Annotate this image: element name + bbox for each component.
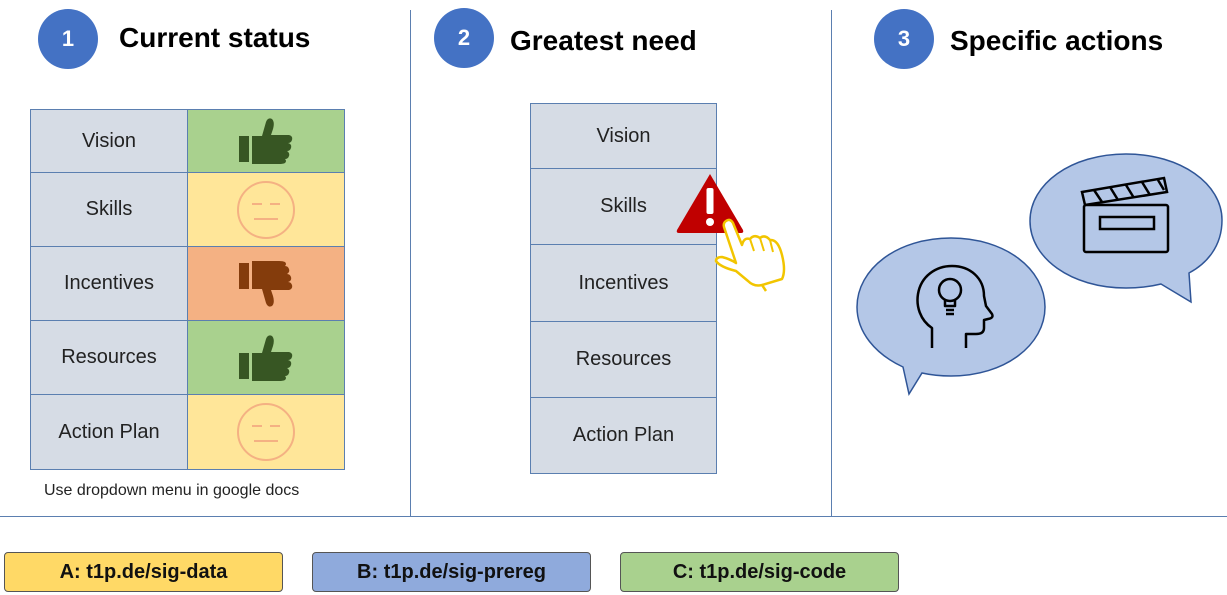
link-sig-data[interactable]: A: t1p.de/sig-data	[4, 552, 283, 592]
status-label: Resources	[30, 320, 188, 395]
specific-actions-title: Specific actions	[950, 25, 1164, 56]
clapperboard-icon	[1080, 176, 1170, 254]
neutral-face-icon	[237, 403, 295, 461]
status-label: Action Plan	[30, 394, 188, 470]
need-item-resources[interactable]: Resources	[530, 321, 717, 398]
status-table: Vision Skills Incentives R	[30, 109, 345, 470]
status-cell[interactable]	[187, 172, 345, 247]
need-item-vision[interactable]: Vision	[530, 103, 717, 169]
status-caption: Use dropdown menu in google docs	[44, 482, 300, 499]
speech-bubble-lightbulb	[856, 237, 1046, 396]
column-divider-2	[831, 10, 832, 517]
status-cell[interactable]	[187, 394, 345, 470]
step-number-2: 2	[434, 8, 494, 68]
thumbs-up-icon	[239, 334, 293, 381]
status-label: Vision	[30, 109, 188, 173]
status-row: Skills	[30, 172, 345, 247]
status-row: Incentives	[30, 246, 345, 321]
warning-icon	[676, 174, 744, 233]
head-lightbulb-icon	[916, 264, 994, 348]
status-label: Skills	[30, 172, 188, 247]
pointing-hand-icon	[714, 218, 786, 292]
step-number-1: 1	[38, 9, 98, 69]
greatest-need-title: Greatest need	[510, 25, 697, 56]
status-row: Action Plan	[30, 394, 345, 470]
footer-divider	[0, 516, 1227, 517]
status-row: Vision	[30, 109, 345, 173]
need-item-action-plan[interactable]: Action Plan	[530, 397, 717, 474]
step-number-3: 3	[874, 9, 934, 69]
thumbs-up-icon	[239, 118, 293, 164]
neutral-face-icon	[237, 180, 295, 239]
status-label: Incentives	[30, 246, 188, 321]
need-table: Vision Skills Incentives Resources Actio…	[530, 103, 717, 474]
status-cell[interactable]	[187, 109, 345, 173]
need-item-incentives[interactable]: Incentives	[530, 244, 717, 322]
thumbs-down-icon	[239, 260, 293, 307]
status-cell[interactable]	[187, 246, 345, 321]
current-status-title: Current status	[119, 22, 311, 53]
link-sig-prereg[interactable]: B: t1p.de/sig-prereg	[312, 552, 591, 592]
status-row: Resources	[30, 320, 345, 395]
column-divider-1	[410, 10, 411, 517]
link-sig-code[interactable]: C: t1p.de/sig-code	[620, 552, 899, 592]
status-cell[interactable]	[187, 320, 345, 395]
